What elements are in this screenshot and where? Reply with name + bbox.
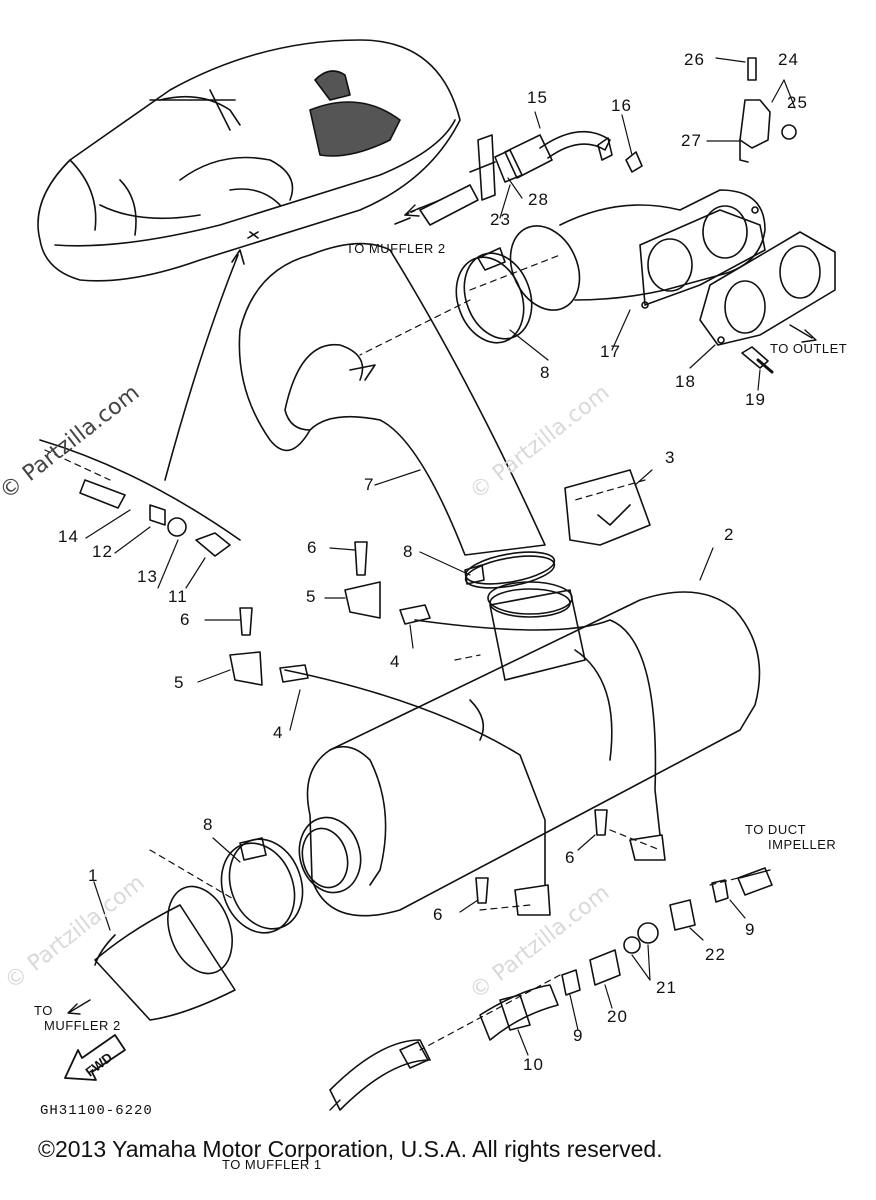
part-number-1: 1 — [88, 866, 99, 885]
fitting-assembly — [739, 57, 797, 163]
heat-shield — [564, 469, 651, 546]
part-number-24: 24 — [778, 50, 799, 69]
straps — [279, 604, 661, 886]
part-number-2: 2 — [724, 525, 735, 544]
callout-to-outlet: TO OUTLET — [770, 341, 848, 356]
part-number-28: 28 — [528, 190, 549, 209]
part-number-4b: 4 — [273, 723, 284, 742]
part-number-4a: 4 — [390, 652, 401, 671]
rubber-joint — [94, 885, 236, 1021]
part-number-20: 20 — [607, 1007, 628, 1026]
leader-line — [164, 254, 239, 481]
part-number-6c: 6 — [565, 848, 576, 867]
diagram-code: GH31100-6220 — [40, 1103, 153, 1119]
exhaust-pipe — [238, 242, 546, 556]
callout-impeller: IMPELLER — [768, 837, 837, 852]
hose-clamp-lower — [220, 837, 304, 934]
part-number-10: 10 — [523, 1055, 544, 1074]
part-number-27: 27 — [681, 131, 702, 150]
part-number-13: 13 — [137, 567, 158, 586]
part-number-22: 22 — [705, 945, 726, 964]
part-number-8c: 8 — [203, 815, 214, 834]
part-number-6a: 6 — [307, 538, 318, 557]
part-number-9a: 9 — [745, 920, 756, 939]
fwd-arrow — [64, 1034, 126, 1081]
callout-leaders — [85, 57, 796, 1056]
part-number-18: 18 — [675, 372, 696, 391]
part-number-15: 15 — [527, 88, 548, 107]
part-number-5a: 5 — [306, 587, 317, 606]
part-number-8b: 8 — [403, 542, 414, 561]
callout-to-muffler-2-top: TO MUFFLER 2 — [346, 241, 446, 256]
part-number-16: 16 — [611, 96, 632, 115]
watercraft-sketch — [37, 39, 461, 282]
part-number-26: 26 — [684, 50, 705, 69]
part-number-3: 3 — [665, 448, 676, 467]
right-fittings — [329, 867, 773, 1111]
direction-arrows — [67, 199, 817, 1111]
part-number-11: 11 — [168, 587, 188, 606]
part-number-9b: 9 — [573, 1026, 584, 1045]
part-number-17: 17 — [600, 342, 621, 361]
copyright-notice: ©2013 Yamaha Motor Corporation, U.S.A. A… — [38, 1136, 663, 1162]
exhaust-elbow — [509, 189, 766, 311]
part-number-21: 21 — [656, 978, 677, 997]
callout-to-duct: TO DUCT — [745, 822, 807, 837]
small-parts-left — [39, 439, 241, 557]
part-number-7: 7 — [364, 475, 375, 494]
part-number-19: 19 — [745, 390, 766, 409]
part-number-5b: 5 — [174, 673, 185, 692]
part-number-12: 12 — [92, 542, 113, 561]
muffler — [298, 581, 761, 917]
bolt-19 — [741, 346, 774, 374]
guide-lines — [44, 254, 751, 1051]
part-number-8a: 8 — [540, 363, 551, 382]
callout-to-muffler-1: TO MUFFLER 1 — [222, 1157, 322, 1172]
hose-clamp-middle — [464, 551, 556, 589]
callout-to: TO — [34, 1003, 53, 1018]
part-number-6b: 6 — [180, 610, 191, 629]
bolts-and-clips — [229, 541, 666, 916]
part-number-14: 14 — [58, 527, 79, 546]
cooling-hose-assembly — [394, 130, 643, 226]
callout-muffler-2-bottom: MUFFLER 2 — [44, 1018, 121, 1033]
part-number-23: 23 — [490, 210, 511, 229]
part-number-6d: 6 — [433, 905, 444, 924]
gasket — [699, 231, 836, 346]
part-number-25: 25 — [787, 93, 808, 112]
